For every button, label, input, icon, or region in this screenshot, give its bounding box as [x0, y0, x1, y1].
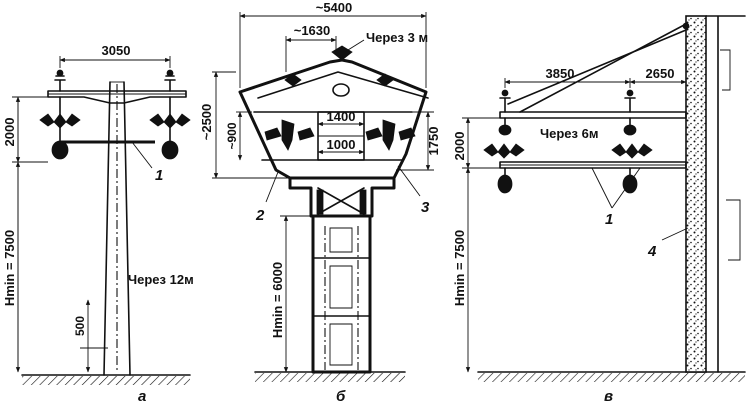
- panel-a-top-insulators: [54, 69, 176, 92]
- panel-a-dim-base: 500: [73, 299, 108, 373]
- panel-a-callout-label: 1: [155, 167, 163, 184]
- panel-c-callout-1-label: 1: [605, 211, 613, 228]
- panel-c-dim-2650: 2650: [646, 66, 675, 81]
- panel-c-dim-vertical: 2000 Hmin = 7500: [452, 117, 500, 373]
- panel-a-callout-1: 1: [131, 141, 163, 184]
- panel-a-dim-width: 3050: [59, 43, 171, 68]
- panel-b-dim-right: 1750: [396, 111, 441, 171]
- panel-b-callout-3: 3: [397, 165, 430, 216]
- panel-b-callout-3-label: 3: [421, 199, 430, 216]
- panel-b-note-text: Через 3 м: [366, 30, 428, 45]
- panel-c-wall-mount: 3850 2650 Через 6м 2000 Hmin = 7500 1 4 …: [452, 15, 746, 405]
- panel-b-dim-center: 1400 1000: [317, 109, 365, 155]
- panel-c-note: Через 6м: [540, 126, 598, 141]
- panel-c-dim-3850: 3850: [546, 66, 575, 81]
- panel-c-callout-4: 4: [647, 227, 689, 260]
- panel-b-letter: б: [336, 388, 346, 405]
- panel-a-ground: [21, 374, 191, 385]
- panel-b-callout-2-label: 2: [255, 207, 265, 224]
- panel-c-dim-height: Hmin = 7500: [452, 230, 467, 306]
- panel-b-dim-1750: 1750: [426, 127, 441, 156]
- panel-c-callout-1: 1: [591, 167, 641, 228]
- panel-b-dim-1630: ~1630: [294, 23, 331, 38]
- panel-b-dim-inner: ~1630: [285, 23, 337, 72]
- panel-a-left-insulator: [39, 96, 155, 160]
- panel-b-column: [311, 214, 372, 374]
- panel-b-dim-height: Hmin = 6000: [270, 215, 312, 373]
- panel-c-wall: [685, 15, 746, 373]
- panel-b-dim-1000: 1000: [327, 137, 356, 152]
- panel-a-dim-vertical: 2000 Hmin = 7500: [2, 96, 48, 373]
- panel-a-pole-shaft: [103, 81, 131, 376]
- panel-b-dim-1400: 1400: [327, 109, 356, 124]
- panel-c-upper-bracket: [498, 22, 690, 136]
- panel-c-dim-2000: 2000: [452, 132, 467, 161]
- panel-a-note: Через 12м: [128, 272, 194, 287]
- panel-b-dim-6000: Hmin = 6000: [270, 262, 285, 338]
- panel-c-letter: в: [604, 388, 613, 405]
- panel-b-dim-left: ~2500 ~900: [199, 71, 288, 179]
- panel-b-dim-900: ~900: [225, 122, 239, 149]
- panel-b-dim-width: ~5400: [239, 0, 427, 88]
- panel-a-dim-500: 500: [73, 316, 87, 336]
- panel-a-dim-width-label: 3050: [102, 43, 131, 58]
- panel-a-dim-height: Hmin = 7500: [2, 230, 17, 306]
- panel-b-cab: [238, 45, 429, 180]
- panel-c-lower-bracket: [483, 143, 687, 194]
- panel-c-ground: [477, 371, 746, 382]
- panel-b-dim-2500: ~2500: [199, 104, 214, 141]
- panel-b-dim-5400: ~5400: [316, 0, 353, 15]
- panel-b-callout-2: 2: [255, 171, 279, 224]
- panel-a-right-insulator: [149, 96, 191, 160]
- panel-c-callout-4-label: 4: [647, 243, 657, 260]
- panel-a-letter: а: [138, 388, 146, 405]
- panel-b-column-head: [288, 176, 396, 218]
- panel-c-dim-top: 3850 2650: [504, 66, 687, 88]
- panel-a-pole: 3050 2000 Hmin = 7500 500 1 Через 12м а: [2, 43, 194, 405]
- panel-b-tower: ~5400 ~1630 Через 3 м ~2500 ~900 1400: [199, 0, 441, 405]
- panel-b-note: Через 3 м: [347, 30, 428, 51]
- panel-a-dim-2000: 2000: [2, 118, 17, 147]
